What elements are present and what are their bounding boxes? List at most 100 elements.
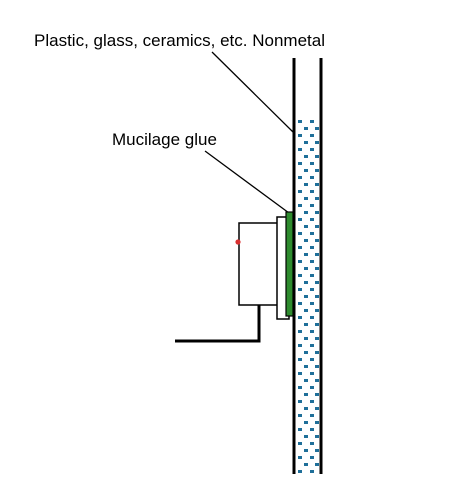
liquid-dash <box>304 379 308 382</box>
liquid-dash <box>298 176 302 179</box>
liquid-dash <box>310 414 314 417</box>
glue-label: Mucilage glue <box>112 130 217 149</box>
liquid-dash <box>304 407 308 410</box>
liquid-dash <box>310 246 314 249</box>
liquid-dash <box>310 400 314 403</box>
liquid-dash <box>315 225 319 228</box>
liquid-dash <box>304 281 308 284</box>
liquid-dash <box>304 183 308 186</box>
liquid-dash <box>298 414 302 417</box>
liquid-dash <box>315 169 319 172</box>
liquid-dash <box>304 197 308 200</box>
liquid-dash <box>310 190 314 193</box>
liquid-dash <box>304 435 308 438</box>
liquid-dash <box>304 463 308 466</box>
liquid-dash <box>304 225 308 228</box>
liquid-dash <box>310 176 314 179</box>
liquid-dash <box>315 365 319 368</box>
liquid-dash <box>315 379 319 382</box>
liquid-dash <box>315 337 319 340</box>
liquid-dash <box>298 302 302 305</box>
liquid-dash <box>310 330 314 333</box>
liquid-dash <box>315 197 319 200</box>
liquid-dash <box>298 386 302 389</box>
liquid-dash <box>315 127 319 130</box>
liquid-dash <box>315 351 319 354</box>
liquid-dash <box>315 141 319 144</box>
liquid-dash <box>298 288 302 291</box>
liquid-dash <box>298 246 302 249</box>
liquid-dash <box>310 288 314 291</box>
liquid-dash <box>315 449 319 452</box>
liquid-dash <box>298 204 302 207</box>
liquid-dash <box>310 274 314 277</box>
liquid-dash <box>298 316 302 319</box>
liquid-dash <box>304 365 308 368</box>
liquid-dash <box>315 407 319 410</box>
liquid-dash <box>298 358 302 361</box>
liquid-dash <box>310 358 314 361</box>
liquid-dash <box>298 190 302 193</box>
liquid-dash <box>310 456 314 459</box>
liquid-dash <box>304 239 308 242</box>
liquid-dash <box>310 372 314 375</box>
liquid-dash <box>298 162 302 165</box>
liquid-dash <box>304 449 308 452</box>
liquid-dash <box>315 309 319 312</box>
liquid-dash <box>315 323 319 326</box>
liquid-dash <box>310 120 314 123</box>
material-leader-line <box>211 51 294 133</box>
liquid-dash <box>315 281 319 284</box>
liquid-dash <box>310 302 314 305</box>
liquid-dash <box>298 428 302 431</box>
liquid-dash <box>298 120 302 123</box>
liquid-dash <box>310 134 314 137</box>
liquid-fill <box>298 120 319 473</box>
liquid-dash <box>315 435 319 438</box>
glue-leader-line <box>204 150 290 214</box>
liquid-dash <box>298 232 302 235</box>
liquid-dash <box>310 386 314 389</box>
liquid-dash <box>310 428 314 431</box>
liquid-dash <box>315 463 319 466</box>
liquid-dash <box>315 421 319 424</box>
liquid-dash <box>310 470 314 473</box>
liquid-dash <box>315 183 319 186</box>
liquid-dash <box>310 218 314 221</box>
liquid-dash <box>304 309 308 312</box>
liquid-dash <box>304 141 308 144</box>
liquid-dash <box>298 134 302 137</box>
sensor-box-icon <box>238 222 280 306</box>
liquid-dash <box>298 456 302 459</box>
liquid-dash <box>310 204 314 207</box>
liquid-dash <box>304 351 308 354</box>
liquid-dash <box>298 372 302 375</box>
liquid-dash <box>298 148 302 151</box>
liquid-dash <box>310 442 314 445</box>
indicator-light-icon <box>235 239 241 245</box>
liquid-dash <box>298 442 302 445</box>
mucilage-glue-layer <box>285 211 294 317</box>
liquid-dash <box>304 211 308 214</box>
liquid-dash <box>304 323 308 326</box>
liquid-dash <box>304 253 308 256</box>
liquid-dash <box>310 232 314 235</box>
liquid-dash <box>315 295 319 298</box>
liquid-dash <box>304 421 308 424</box>
liquid-dash <box>298 344 302 347</box>
liquid-dash <box>304 169 308 172</box>
sensor-cable <box>175 305 261 343</box>
liquid-dash <box>315 239 319 242</box>
liquid-dash <box>298 470 302 473</box>
liquid-dash <box>315 211 319 214</box>
liquid-dash <box>298 260 302 263</box>
liquid-dash <box>298 330 302 333</box>
liquid-dash <box>304 127 308 130</box>
liquid-dash <box>298 218 302 221</box>
liquid-dash <box>310 260 314 263</box>
liquid-dash <box>315 155 319 158</box>
liquid-dash <box>298 274 302 277</box>
liquid-dash <box>310 162 314 165</box>
material-label: Plastic, glass, ceramics, etc. Nonmetal <box>34 31 325 50</box>
